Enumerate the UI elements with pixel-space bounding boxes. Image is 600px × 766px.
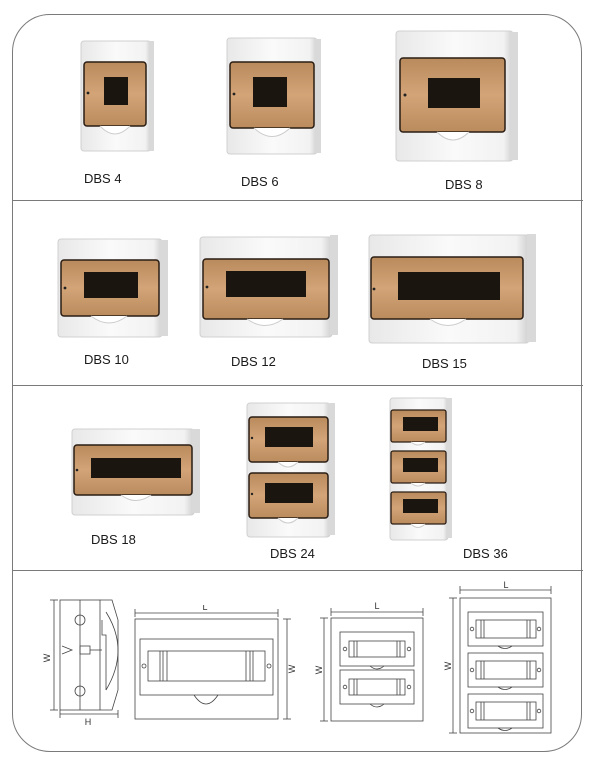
model-label: DBS 15 [422,356,467,371]
enclosure-dbs8-image [395,30,519,162]
enclosure-dbs18-image [71,428,201,516]
triple-row-front-drawing: L W [440,580,555,735]
enclosure-dbs6-image [226,37,322,155]
svg-text:W: W [443,661,453,670]
svg-text:W: W [42,653,52,662]
row-divider [12,385,583,386]
svg-text:L: L [374,601,379,611]
double-row-front-drawing: L W [315,600,425,722]
model-label: DBS 6 [241,174,279,189]
enclosure-dbs15-image [368,233,538,345]
svg-text:W: W [287,664,297,673]
enclosure-dbs12-image [199,234,339,340]
single-row-front-drawing: L W [130,605,300,725]
svg-text:L: L [202,605,207,612]
model-label: DBS 10 [84,352,129,367]
svg-text:W: W [315,665,324,674]
model-label: DBS 24 [270,546,315,561]
enclosure-dbs36-image [389,397,453,541]
enclosure-dbs10-image [57,238,169,338]
enclosure-dbs4-image [80,40,155,152]
row-divider [12,570,583,571]
model-label: DBS 8 [445,177,483,192]
model-label: DBS 36 [463,546,508,561]
row-divider [12,200,583,201]
svg-text:L: L [503,580,508,590]
model-label: DBS 12 [231,354,276,369]
model-label: DBS 4 [84,171,122,186]
svg-text:H: H [85,717,92,727]
catalog-frame [12,14,582,752]
side-view-drawing: H W [40,590,125,730]
enclosure-dbs24-image [246,402,336,538]
model-label: DBS 18 [91,532,136,547]
